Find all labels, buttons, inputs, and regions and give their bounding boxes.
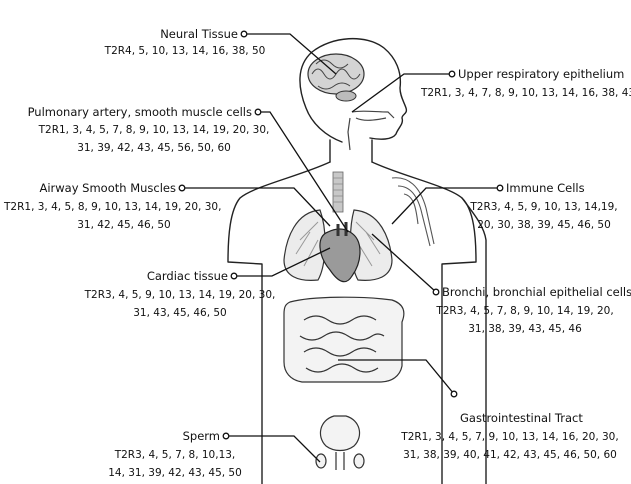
label-immune-receptors-line1: T2R3, 4, 5, 9, 10, 13, 14,19, xyxy=(461,200,627,214)
anchor-immune xyxy=(497,185,503,191)
label-cardiac-title: Cardiac tissue xyxy=(0,269,228,283)
trachea-icon xyxy=(333,172,343,212)
anchor-cardiac xyxy=(231,273,237,279)
anchor-neural xyxy=(241,31,247,37)
label-gi-receptors-line1: T2R1, 3, 4, 5, 7, 9, 10, 13, 14, 16, 20,… xyxy=(392,430,628,444)
label-pulmonary-receptors-line1: T2R1, 3, 4, 5, 7, 8, 9, 10, 13, 14, 19, … xyxy=(24,123,284,137)
label-immune-title: Immune Cells xyxy=(506,181,585,195)
label-airway-receptors-line2: 31, 42, 45, 46, 50 xyxy=(0,218,248,232)
label-airway-title: Airway Smooth Muscles xyxy=(0,181,176,195)
label-upper-resp-title: Upper respiratory epithelium xyxy=(458,67,624,81)
label-upper-resp-receptors: T2R1, 3, 4, 7, 8, 9, 10, 13, 14, 16, 38,… xyxy=(421,86,631,100)
label-bronchi-receptors-line2: 31, 38, 39, 43, 45, 46 xyxy=(422,322,628,336)
label-pulmonary-title: Pulmonary artery, smooth muscle cells xyxy=(0,105,252,119)
label-gi-receptors-line2: 31, 38, 39, 40, 41, 42, 43, 45, 46, 50, … xyxy=(392,448,628,462)
label-sperm-receptors-line1: T2R3, 4, 5, 7, 8, 10,13, xyxy=(80,448,270,462)
label-sperm-receptors-line2: 14, 31, 39, 42, 43, 45, 50 xyxy=(80,466,270,480)
label-sperm-title: Sperm xyxy=(0,429,220,443)
label-airway-receptors-line1: T2R1, 3, 4, 5, 8, 9, 10, 13, 14, 19, 20,… xyxy=(4,200,221,214)
neck-outline xyxy=(330,140,372,162)
anchor-bronchi xyxy=(433,289,439,295)
anchor-sperm xyxy=(223,433,229,439)
anchor-gi xyxy=(451,391,457,397)
label-bronchi-title: Bronchi, bronchial epithelial cells xyxy=(442,285,631,299)
label-bronchi-receptors-line1: T2R3, 4, 5, 7, 8, 9, 10, 14, 19, 20, xyxy=(422,304,628,318)
label-pulmonary-receptors-line2: 31, 39, 42, 43, 45, 56, 50, 60 xyxy=(24,141,284,155)
label-cardiac-receptors-line2: 31, 43, 45, 46, 50 xyxy=(52,306,308,320)
label-neural-title: Neural Tissue xyxy=(0,27,238,41)
anchor-airway xyxy=(179,185,185,191)
reproductive-icon xyxy=(316,416,364,470)
nasal-airway-icon xyxy=(348,111,394,150)
brain-icon xyxy=(308,54,364,101)
anchor-pulmonary xyxy=(255,109,261,115)
label-gi-title: Gastrointestinal Tract xyxy=(460,411,583,425)
label-neural-receptors: T2R4, 5, 10, 13, 14, 16, 38, 50 xyxy=(70,44,300,58)
label-immune-receptors-line2: 20, 30, 38, 39, 45, 46, 50 xyxy=(461,218,627,232)
label-cardiac-receptors-line1: T2R3, 4, 5, 9, 10, 13, 14, 19, 20, 30, xyxy=(52,288,308,302)
anchor-upper-resp xyxy=(449,71,455,77)
